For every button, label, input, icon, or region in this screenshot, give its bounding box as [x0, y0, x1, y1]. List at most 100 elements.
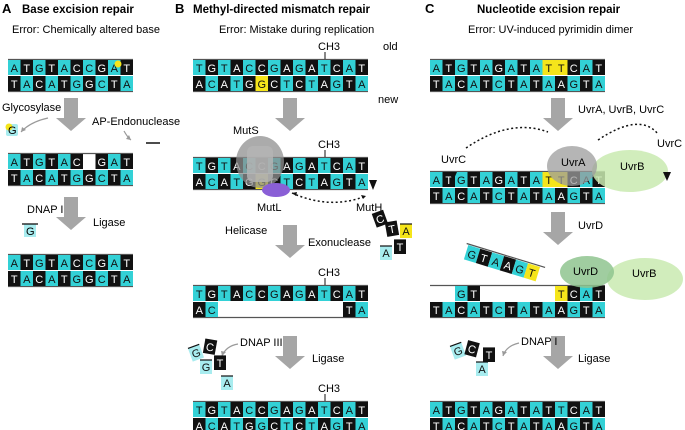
- b-dna-1-bottom-11-letter: G: [332, 79, 341, 91]
- a-dna-3-top-5-box: [70, 255, 83, 270]
- b-dna-1-bottom-4-box: [243, 76, 256, 91]
- c-oligo-4-letter: G: [514, 263, 526, 277]
- methyl-label-4: CH3: [318, 383, 340, 395]
- a-dna-1-altered-marker: [114, 60, 122, 68]
- c-dna-4-top-2-box: [455, 402, 468, 417]
- c-dna-1-top-2-letter: G: [457, 63, 466, 75]
- c-dna-4-top-3-letter: T: [470, 405, 477, 417]
- a-dna-3-bottom-1-box: [20, 271, 33, 286]
- c-new-3-box: [476, 362, 488, 376]
- c-dna-4-top-5-box: [492, 402, 505, 417]
- a-dna-3-bottom-6-box: [83, 271, 96, 286]
- panel-c: C Nucleotide excision repair Error: UV-i…: [425, 1, 683, 369]
- c-dna-4-top-6-letter: A: [508, 405, 516, 417]
- b-dna-2-top-1-box: [205, 158, 218, 173]
- a-dna-2-bottom-4-letter: T: [61, 173, 68, 185]
- b-dna-4-bottom-13-letter: A: [358, 421, 366, 430]
- muth-link-head: [361, 195, 366, 199]
- a-dna-1-bottom-9-box: [120, 76, 133, 91]
- b-dna-4-bottom-4-letter: G: [245, 421, 254, 430]
- uvrc-right-marker: [663, 172, 671, 181]
- b-dna-4-top-11-letter: C: [333, 405, 341, 417]
- c-dna-3-bottom-4-box: [480, 302, 493, 317]
- c-dna-4-bottom-3-letter: A: [470, 421, 478, 430]
- b-dna-2-top-9-box: [305, 158, 318, 173]
- a-dna-1-top-7-letter: G: [97, 63, 106, 75]
- c-dna-4-bottom-5-box: [492, 418, 505, 430]
- b-new-2-box: [200, 360, 212, 374]
- c-dna-4-bottom-2-box: [455, 418, 468, 430]
- a-dna-1-bottom-1-box: [20, 76, 33, 91]
- b-new-0-box: [187, 344, 205, 362]
- c-dna-4-bottom-12-box: [580, 418, 593, 430]
- c-dna-3-bottom-1-box: [442, 302, 455, 317]
- uvrc-left-link: [465, 126, 549, 149]
- b-dna-2-bottom-1-box: [205, 174, 218, 189]
- c-dna-2-top-3-letter: T: [470, 175, 477, 187]
- dnap1-arrow: [502, 342, 520, 357]
- b-new-4: A: [221, 375, 233, 390]
- uvrc-label-right: UvrC: [657, 138, 682, 150]
- c-dna-4-bottom-1-letter: A: [445, 421, 453, 430]
- c-dna-4-top-2-letter: G: [457, 405, 466, 417]
- b-dna-2-top-9-letter: A: [308, 161, 316, 173]
- c-dna-3-bottom-5-box: [492, 302, 505, 317]
- c-dna-2-top-2-letter: G: [457, 175, 466, 187]
- b-dna-3-top-0-letter: T: [196, 289, 203, 301]
- b-new-1-letter: C: [205, 341, 215, 354]
- c-dna-2-top-5-box: [492, 172, 505, 187]
- muth-label: MutH: [356, 202, 382, 214]
- b-dna-4-bottom-9-letter: T: [308, 421, 315, 430]
- b-dna-4-bottom-5-box: [255, 418, 268, 430]
- a-dna-3-bottom-2-box: [33, 271, 46, 286]
- b-dna-1-top-13-box: [355, 60, 368, 75]
- b-dna-4-top-2-letter: T: [221, 405, 228, 417]
- b-dna-2-bottom-13-letter: A: [358, 177, 366, 189]
- c-dna-1-top-11-letter: C: [570, 63, 578, 75]
- a-dna-3-top-4-letter: A: [61, 258, 69, 270]
- a-dna-2-bottom-1-letter: A: [23, 173, 31, 185]
- c-dna-1-bottom-7-letter: A: [520, 79, 528, 91]
- b-dna-1-bottom-8-letter: C: [295, 79, 303, 91]
- panel-a-ligase-label: Ligase: [93, 217, 125, 229]
- c-dna-3-bottom-1-letter: A: [445, 305, 453, 317]
- c-oligo-4-box: [511, 259, 529, 278]
- b-new-1: C: [202, 338, 218, 355]
- b-dna-4-top-13-letter: T: [358, 405, 365, 417]
- c-dna-2-top-1-letter: T: [445, 175, 452, 187]
- c-new-0: G: [449, 341, 467, 360]
- a-dna-2-bottom-9-box: [120, 170, 133, 185]
- b-dna-1-bottom-8-box: [293, 76, 306, 91]
- c-dna-3-bottom-6-letter: T: [508, 305, 515, 317]
- c-dna-3-bottom-0-box: [430, 302, 443, 317]
- uvrd-protein: [560, 256, 614, 288]
- b-dna-2-top-0-box: [193, 158, 206, 173]
- b-dna-1-top-12-letter: A: [346, 63, 354, 75]
- c-dna-1-bottom-12-letter: T: [583, 79, 590, 91]
- c-dna-2-bottom-5-letter: C: [495, 191, 503, 203]
- b-dna-1-top-10-box: [318, 60, 331, 75]
- c-dna-3-bottom-9-box: [542, 302, 555, 317]
- b-dna-1-top-5-letter: C: [258, 63, 266, 75]
- b-dna-3-bottom-0-box: [193, 302, 206, 317]
- panel-c-error: Error: UV-induced pyrimidin dimer: [468, 24, 633, 36]
- a-dna-3-top-2-letter: G: [35, 258, 44, 270]
- b-dna-3-bottom-0-letter: A: [196, 305, 204, 317]
- c-dna-4-bottom-2-letter: C: [457, 421, 465, 430]
- b-dna-1-bottom-11-box: [330, 76, 343, 91]
- a-dna-2-bottom-7-box: [95, 170, 108, 185]
- b-dna-4-bottom-13-box: [355, 418, 368, 430]
- c-dna-4-bottom-12-letter: T: [583, 421, 590, 430]
- panel-b-dnap-label: DNAP III: [240, 337, 283, 349]
- c-dna-4-top-4-letter: A: [483, 405, 491, 417]
- a-dna-2-top-4-letter: A: [61, 157, 69, 169]
- b-dna-1-top-2-letter: T: [221, 63, 228, 75]
- c-dna-2-bottom-0-box: [430, 188, 443, 203]
- panel-a-letter: A: [2, 1, 12, 16]
- c-dna-1-top-13-letter: T: [595, 63, 602, 75]
- c-dna-1-bottom-9-letter: A: [545, 79, 553, 91]
- c-dna-1-top-7-box: [517, 60, 530, 75]
- c-dna-4-bottom-6-box: [505, 418, 518, 430]
- c-dna-1-bottom-2-letter: C: [457, 79, 465, 91]
